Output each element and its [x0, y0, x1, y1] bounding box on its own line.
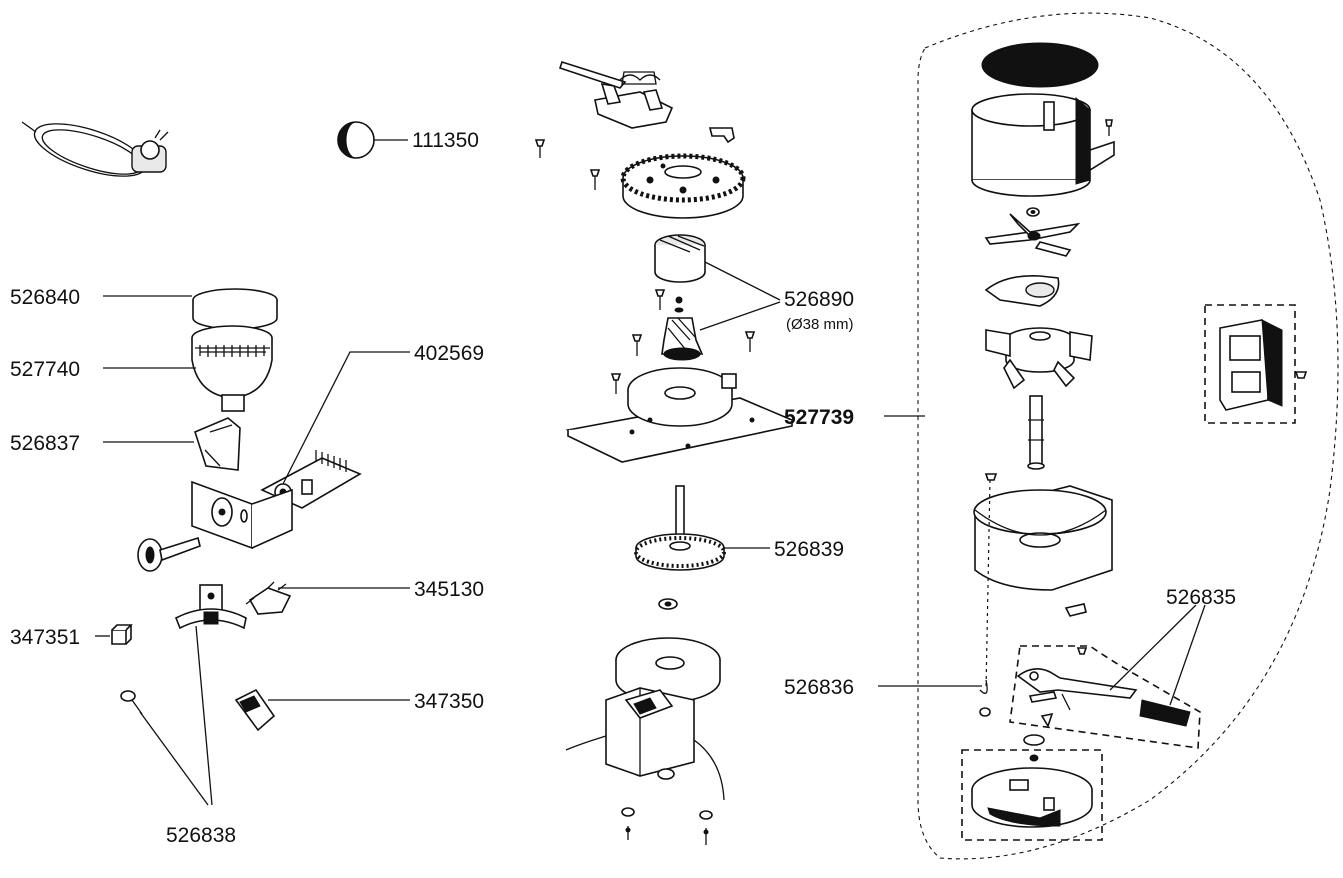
part-label-526840: 526840	[10, 286, 81, 309]
grinder-housing-part	[973, 485, 1113, 617]
lower-burr-part	[661, 317, 704, 361]
base-plate-part	[565, 367, 795, 463]
micro-switch-part	[234, 688, 410, 732]
lid-disc-part	[981, 42, 1099, 88]
grounds-cup-part	[971, 93, 1115, 197]
switch-bracket-part	[191, 480, 293, 550]
part-label-526839: 526839	[774, 538, 845, 561]
bean-hopper-part	[103, 325, 273, 412]
spring-wire-part	[979, 473, 998, 717]
leader-526838	[139, 625, 213, 806]
impeller-part	[985, 327, 1093, 390]
part-label-402569: 402569	[414, 342, 485, 365]
switch-part-345130	[245, 581, 410, 615]
motor-part	[565, 637, 725, 801]
part-label-526835: 526835	[1166, 586, 1237, 609]
screw-part	[120, 690, 143, 715]
small-screw-part	[534, 139, 756, 394]
block-part-347351	[95, 624, 133, 645]
part-label-526838: 526838	[166, 824, 237, 847]
assembly-group-outline	[917, 12, 1339, 860]
adjuster-knob-part	[137, 536, 201, 572]
grind-adjust-holder-part	[558, 60, 735, 144]
part-label-527740: 527740	[10, 358, 81, 381]
leader-526890	[699, 261, 781, 331]
part-label-526890: 526890	[784, 288, 855, 311]
part-label-347350: 347350	[414, 690, 485, 713]
upper-burr-part	[654, 234, 706, 313]
part-label-345130: 345130	[414, 578, 485, 601]
adjustment-ring-part	[620, 153, 746, 219]
gear-shaft-part	[634, 485, 770, 571]
knob-part-111350	[337, 121, 408, 159]
part-label-526837: 526837	[10, 432, 81, 455]
circuit-board-part	[260, 351, 410, 509]
part-label-347351: 347351	[10, 626, 81, 649]
lever-group-part	[1009, 604, 1206, 749]
hinge-bracket-part	[1204, 304, 1308, 424]
part-note-526890: (Ø38 mm)	[786, 316, 854, 333]
base-cup-part	[961, 734, 1103, 841]
part-label-111350: 111350	[412, 129, 479, 152]
washer-part	[658, 598, 678, 610]
motor-screws-part	[621, 807, 713, 845]
power-cord-part	[21, 121, 169, 177]
cover-plate-part	[984, 274, 1060, 307]
part-label-527739: 527739	[784, 406, 855, 429]
shaft-coupling-part	[1027, 395, 1045, 470]
rotor-blade-part	[984, 213, 1081, 257]
nut-part	[1026, 207, 1040, 217]
chute-part	[103, 417, 241, 471]
bean-hopper-lid-part	[103, 288, 278, 330]
clamp-part-526838	[174, 584, 247, 630]
part-label-526836: 526836	[784, 676, 855, 699]
